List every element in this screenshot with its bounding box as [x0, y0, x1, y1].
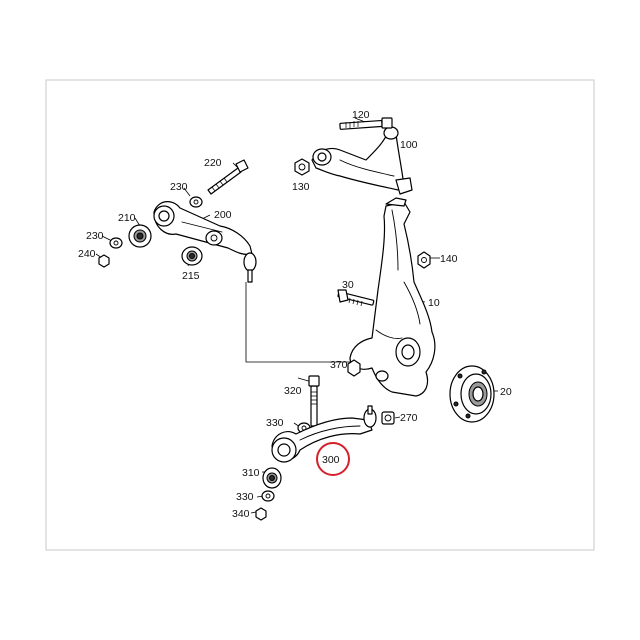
bolt-320 — [308, 375, 320, 427]
washer-230a — [189, 196, 203, 208]
tension-strut-200 — [153, 201, 257, 283]
lower-control-arm-300 — [271, 405, 377, 463]
callout-320[interactable]: 320 — [284, 385, 302, 397]
washer-230b — [109, 237, 123, 249]
callout-120[interactable]: 120 — [352, 109, 370, 121]
callout-270[interactable]: 270 — [400, 412, 418, 424]
callout-100[interactable]: 100 — [400, 139, 418, 151]
bushing-270 — [381, 411, 395, 425]
nut-240 — [98, 254, 110, 268]
bushing-310 — [262, 467, 282, 489]
callout-330b[interactable]: 330 — [236, 491, 254, 503]
bushing-210 — [128, 224, 152, 248]
nut-130 — [294, 158, 310, 176]
callout-300[interactable]: 300 — [322, 454, 340, 466]
callout-210[interactable]: 210 — [118, 212, 136, 224]
callout-130[interactable]: 130 — [292, 181, 310, 193]
steering-knuckle — [349, 197, 436, 397]
nut-340 — [255, 507, 267, 521]
bolt-220 — [207, 159, 249, 195]
callout-200[interactable]: 200 — [214, 209, 232, 221]
callout-20[interactable]: 20 — [500, 386, 512, 398]
nut-370 — [347, 359, 361, 377]
bushing-215 — [181, 246, 203, 266]
upper-control-arm — [311, 126, 413, 195]
callout-340[interactable]: 340 — [232, 508, 250, 520]
callout-230b[interactable]: 230 — [86, 230, 104, 242]
callout-215[interactable]: 215 — [182, 270, 200, 282]
callout-330a[interactable]: 330 — [266, 417, 284, 429]
callout-10[interactable]: 10 — [428, 297, 440, 309]
callout-220[interactable]: 220 — [204, 157, 222, 169]
diagram-frame — [45, 79, 595, 551]
washer-330b — [261, 490, 275, 502]
highlight-ring — [316, 442, 350, 476]
callout-370[interactable]: 370 — [330, 359, 348, 371]
bolt-30 — [337, 289, 375, 307]
callout-310[interactable]: 310 — [242, 467, 260, 479]
callout-30[interactable]: 30 — [342, 279, 354, 291]
callout-240[interactable]: 240 — [78, 248, 96, 260]
callout-labels[interactable]: 10 20 30 100 120 130 140 200 210 215 220… — [78, 109, 512, 520]
callout-140[interactable]: 140 — [440, 253, 458, 265]
callout-230a[interactable]: 230 — [170, 181, 188, 193]
wheel-hub — [449, 365, 495, 423]
nut-140 — [417, 251, 431, 269]
bolt-120 — [339, 117, 393, 130]
